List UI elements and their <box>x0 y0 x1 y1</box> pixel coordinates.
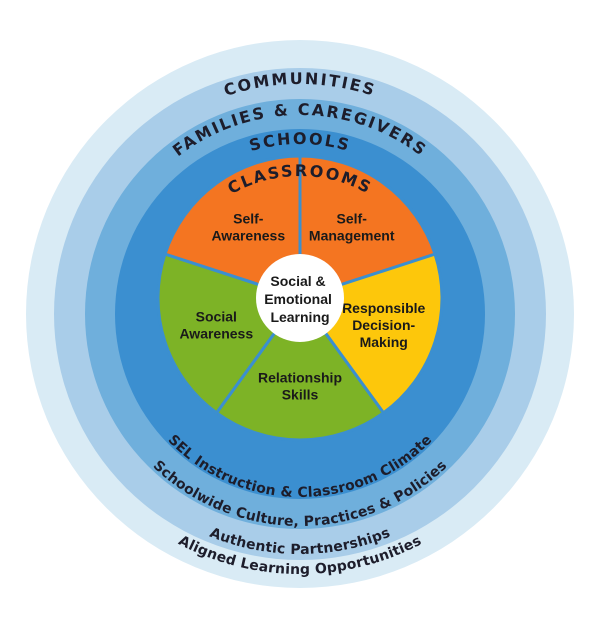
competency-wheel: Self-Awareness Self-ManagementResponsible… <box>156 154 444 442</box>
label-self-awareness: Self-Awareness <box>211 210 285 243</box>
wedge-self-management <box>298 154 437 301</box>
center-circle <box>256 254 344 342</box>
wedge-relationship-skills <box>214 295 386 442</box>
wedge-self-awareness <box>163 154 302 301</box>
center-label: Social & Emotional Learning <box>264 273 336 325</box>
label-self-management: Self-Management <box>309 210 395 243</box>
